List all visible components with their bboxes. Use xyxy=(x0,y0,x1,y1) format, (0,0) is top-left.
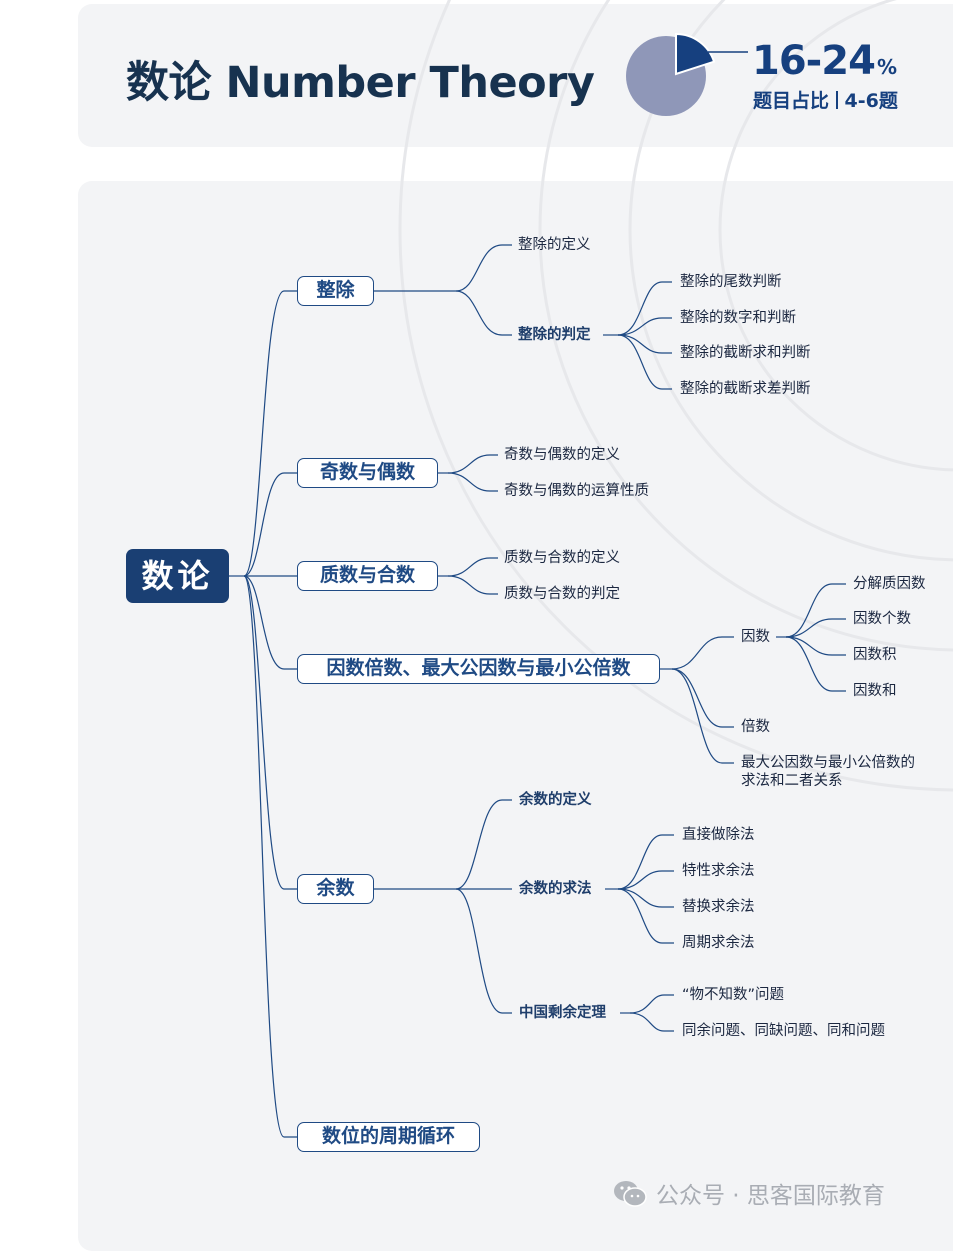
connector xyxy=(243,472,297,577)
mindmap-root: 数论 xyxy=(126,549,229,603)
node-multiple: 倍数 xyxy=(741,719,770,735)
connector xyxy=(785,618,846,638)
connector xyxy=(243,290,297,577)
connector xyxy=(455,888,512,1014)
connector xyxy=(617,317,672,336)
connector xyxy=(617,834,674,890)
question-count: 4-6题 xyxy=(844,90,898,112)
node-remainder-definition: 余数的定义 xyxy=(519,792,592,808)
branch-prime-composite: 质数与合数 xyxy=(297,561,438,591)
pie-highlight-slice xyxy=(675,32,716,76)
connector xyxy=(617,888,674,908)
node-divisibility-definition: 整除的定义 xyxy=(518,237,591,253)
connector xyxy=(671,668,734,728)
connector xyxy=(629,994,674,1014)
branch-remainder: 余数 xyxy=(297,874,374,904)
connector xyxy=(617,334,672,354)
node-divisibility-judgement: 整除的判定 xyxy=(518,327,591,343)
connector xyxy=(671,636,734,670)
node-crt-item: “物不知数”问题 xyxy=(682,987,785,1003)
connector xyxy=(455,244,512,292)
node-odd-even-item: 奇数与偶数的定义 xyxy=(504,447,620,463)
connector xyxy=(617,281,672,336)
connector xyxy=(455,290,512,336)
connector xyxy=(447,557,498,577)
percent-range: 16-24% xyxy=(752,38,897,84)
node-factor-item: 因数积 xyxy=(853,647,897,663)
share-label: 题目占比 xyxy=(753,90,830,112)
share-separator xyxy=(836,91,838,109)
branch-factor-multiple: 因数倍数、最大公因数与最小公倍数 xyxy=(297,654,660,684)
node-judgement-method: 整除的截断求差判断 xyxy=(680,381,811,397)
connector xyxy=(617,334,672,390)
connector xyxy=(243,575,297,670)
connector xyxy=(447,454,498,474)
connector xyxy=(243,575,297,890)
connector xyxy=(455,799,512,890)
footer-watermark: 公众号 · 思客国际教育 xyxy=(612,1176,885,1210)
connector xyxy=(629,1012,674,1032)
node-remainder-methods: 余数的求法 xyxy=(519,881,592,897)
node-gcd-lcm-line2: 求法和二者关系 xyxy=(741,773,843,789)
footer-text: 公众号 · 思客国际教育 xyxy=(656,1183,885,1209)
connector xyxy=(671,668,734,764)
node-factor-item: 分解质因数 xyxy=(853,576,926,592)
node-method-item: 特性求余法 xyxy=(682,863,755,879)
connector xyxy=(617,870,674,890)
node-method-item: 替换求余法 xyxy=(682,899,755,915)
node-prime-item: 质数与合数的定义 xyxy=(504,550,620,566)
node-judgement-method: 整除的截断求和判断 xyxy=(680,345,811,361)
branch-odd-even: 奇数与偶数 xyxy=(297,458,438,488)
branch-digit-cycle: 数位的周期循环 xyxy=(297,1122,480,1152)
connector xyxy=(617,888,674,944)
node-factor-item: 因数和 xyxy=(853,683,897,699)
connector xyxy=(447,575,498,595)
node-odd-even-item: 奇数与偶数的运算性质 xyxy=(504,483,649,499)
percent-value: 16-24 xyxy=(752,38,876,84)
connector xyxy=(243,575,297,1138)
node-method-item: 周期求余法 xyxy=(682,935,755,951)
node-factor-item: 因数个数 xyxy=(853,611,911,627)
connector xyxy=(785,636,846,656)
wechat-icon xyxy=(614,1181,647,1207)
node-crt: 中国剩余定理 xyxy=(519,1005,606,1021)
connector xyxy=(447,472,498,492)
page-title: 数论 Number Theory xyxy=(126,58,595,108)
connector xyxy=(785,636,846,692)
node-method-item: 直接做除法 xyxy=(682,827,755,843)
node-judgement-method: 整除的数字和判断 xyxy=(680,310,796,326)
node-factor: 因数 xyxy=(741,629,770,645)
node-crt-item: 同余问题、同缺问题、同和问题 xyxy=(682,1023,885,1039)
node-prime-item: 质数与合数的判定 xyxy=(504,586,620,602)
branch-divisibility: 整除 xyxy=(297,276,374,306)
node-gcd-lcm-line1: 最大公因数与最小公倍数的 xyxy=(741,755,915,771)
connector xyxy=(785,583,846,638)
share-pie-icon xyxy=(626,32,748,116)
question-share: 题目占比 4-6题 xyxy=(753,86,898,113)
percent-unit: % xyxy=(876,55,897,79)
node-judgement-method: 整除的尾数判断 xyxy=(680,274,782,290)
